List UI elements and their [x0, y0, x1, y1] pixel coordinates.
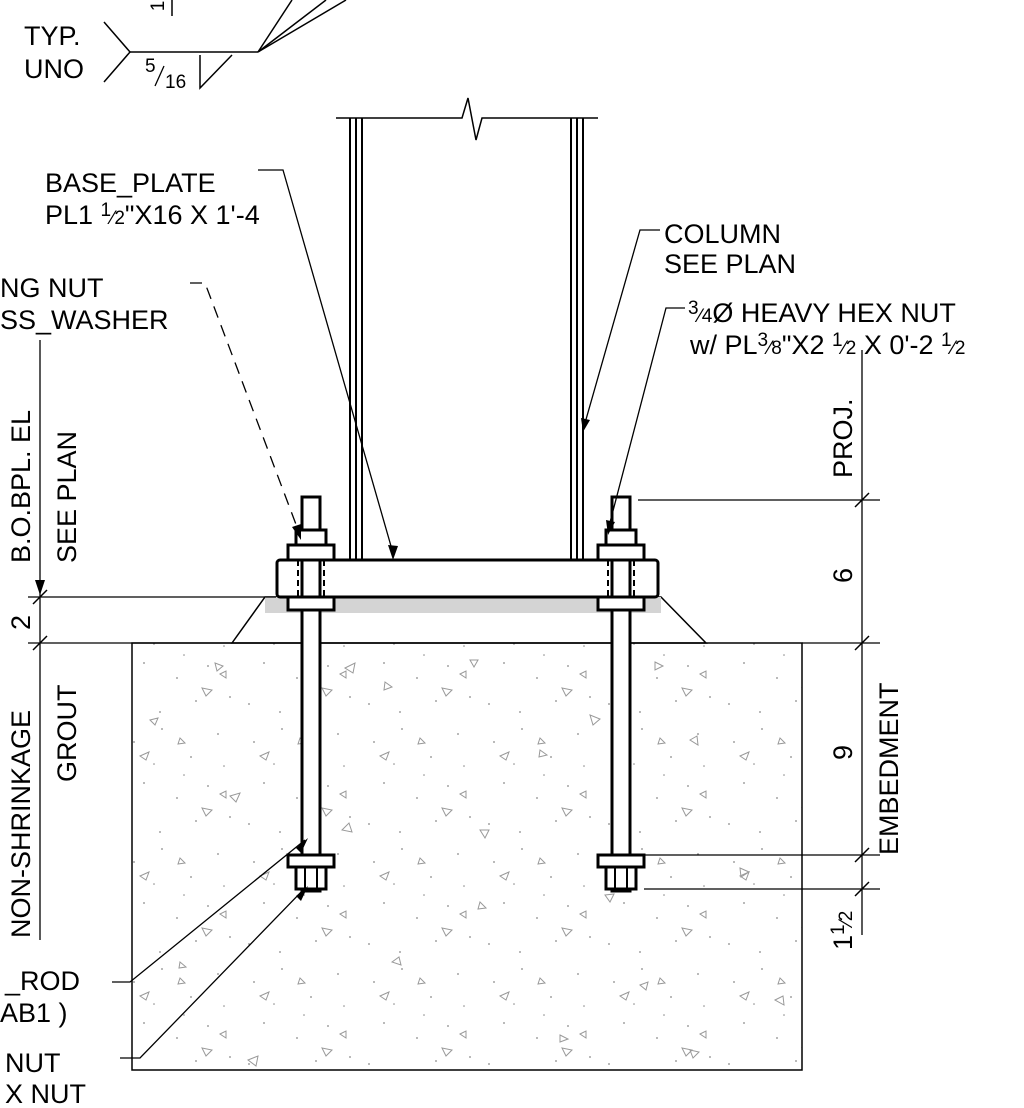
weld-size-num: 5: [145, 56, 156, 77]
base-plate-size: "X16 X 1'-4: [125, 200, 260, 230]
base-plate-callout: BASE_PLATE PL1 1⁄2"X16 X 1'-4: [45, 168, 398, 560]
dim-six: 6: [828, 568, 858, 583]
hex-nut-plate-w-slash: ⁄: [839, 338, 849, 359]
base-plate-thk-den: 2: [114, 208, 125, 229]
leveling-nut-label-line1: NG NUT: [0, 273, 104, 303]
dim-last-slash: ⁄: [836, 918, 857, 928]
left-vertical-annotations: B.O.BPL. EL SEE PLAN 2 NON-SHRINKAGE GRO…: [6, 340, 276, 940]
anchor-rod-right: [596, 495, 646, 893]
dim-nine: 9: [828, 745, 858, 760]
dim-last-num: 1: [828, 924, 849, 935]
weld-symbol: 1 TYP. UNO 5 16: [24, 0, 347, 93]
svg-text:11⁄2: 11⁄2: [828, 911, 858, 950]
right-dimension-string: PROJ. 6 9 EMBEDMENT 11⁄2: [638, 350, 904, 950]
weld-top-fraction: 1: [148, 1, 169, 12]
svg-text:3⁄4Ø HEAVY HEX NUT: 3⁄4Ø HEAVY HEX NUT: [688, 298, 956, 328]
concrete-pier: [131, 642, 803, 1071]
base-plate-pl-prefix: PL1: [45, 200, 101, 230]
anchor-rod-callout: _ROD AB1 ): [0, 838, 308, 1028]
hex-nut-dia-slash: ⁄: [695, 306, 705, 327]
hex-nut-plate-thk-num: 3: [758, 330, 769, 351]
anchor-rod-label-line2: AB1 ): [0, 998, 68, 1028]
hex-nut-plate-prefix: w/ PL: [689, 330, 758, 360]
bottom-nut-label-line2: X NUT: [5, 1079, 86, 1108]
dim-last-den: 2: [836, 911, 857, 922]
hex-nut-plate-l-slash: ⁄: [948, 338, 958, 359]
bottom-of-base-plate-elevation: B.O.BPL. EL: [6, 410, 36, 563]
svg-text:w/ PL3⁄8"X2 1⁄2 X 0'-2 1⁄2: w/ PL3⁄8"X2 1⁄2 X 0'-2 1⁄2: [689, 330, 965, 360]
hex-nut-dia-num: 3: [688, 298, 699, 319]
hex-nut-plate-l-num: 1: [941, 330, 952, 351]
dim-embedment: EMBEDMENT: [874, 682, 904, 855]
steel-column: [336, 97, 598, 560]
column-label-line2: SEE PLAN: [664, 249, 796, 279]
svg-text:PL1 1⁄2"X16 X 1'-4: PL1 1⁄2"X16 X 1'-4: [45, 200, 260, 230]
anchor-rod-left: [286, 495, 336, 893]
column-callout: COLUMN SEE PLAN: [581, 219, 796, 432]
grout-thickness-dim: 2: [6, 615, 36, 630]
leveling-nut-callout: NG NUT SS_WASHER: [0, 273, 301, 540]
leveling-nut-label-line2: SS_WASHER: [0, 305, 169, 335]
grout-shading: [265, 597, 661, 613]
column-label-line1: COLUMN: [664, 219, 781, 249]
hex-nut-dia-den: 4: [702, 306, 713, 327]
weld-size-den: 16: [165, 72, 186, 93]
hex-nut-label: Ø HEAVY HEX NUT: [712, 298, 956, 328]
bottom-nut-callout: NUT X NUT: [5, 886, 308, 1108]
base-plate-label-line1: BASE_PLATE: [45, 168, 216, 198]
dim-last-whole: 1: [828, 935, 858, 950]
hex-nut-plate-l-den: 2: [955, 338, 966, 359]
base-plate-thk-num: 1: [101, 200, 112, 221]
hex-nut-plate-w-num: 1: [832, 330, 843, 351]
anchor-rod-label-line1: _ROD: [4, 966, 80, 996]
hex-nut-plate-x: "X2: [782, 330, 832, 360]
hex-nut-plate-w-den: 2: [846, 338, 857, 359]
non-shrinkage-label: NON-SHRINKAGE: [6, 710, 36, 938]
heavy-hex-nut-callout: 3⁄4Ø HEAVY HEX NUT w/ PL3⁄8"X2 1⁄2 X 0'-…: [606, 298, 965, 535]
hex-nut-plate-thk-den: 8: [771, 338, 782, 359]
hex-nut-plate-len: X 0'-2: [856, 330, 941, 360]
dim-projection: PROJ.: [828, 398, 858, 478]
hex-nut-plate-thk-slash: ⁄: [764, 338, 774, 359]
elevation-see-plan: SEE PLAN: [52, 431, 82, 563]
base-plate-thk-slash: ⁄: [107, 208, 117, 229]
weld-note-typ: TYP.: [24, 21, 81, 51]
base-plate: [275, 558, 660, 599]
bottom-nut-label-line1: NUT: [5, 1048, 61, 1078]
grout-label: GROUT: [52, 685, 82, 783]
weld-note-uno: UNO: [24, 54, 84, 84]
